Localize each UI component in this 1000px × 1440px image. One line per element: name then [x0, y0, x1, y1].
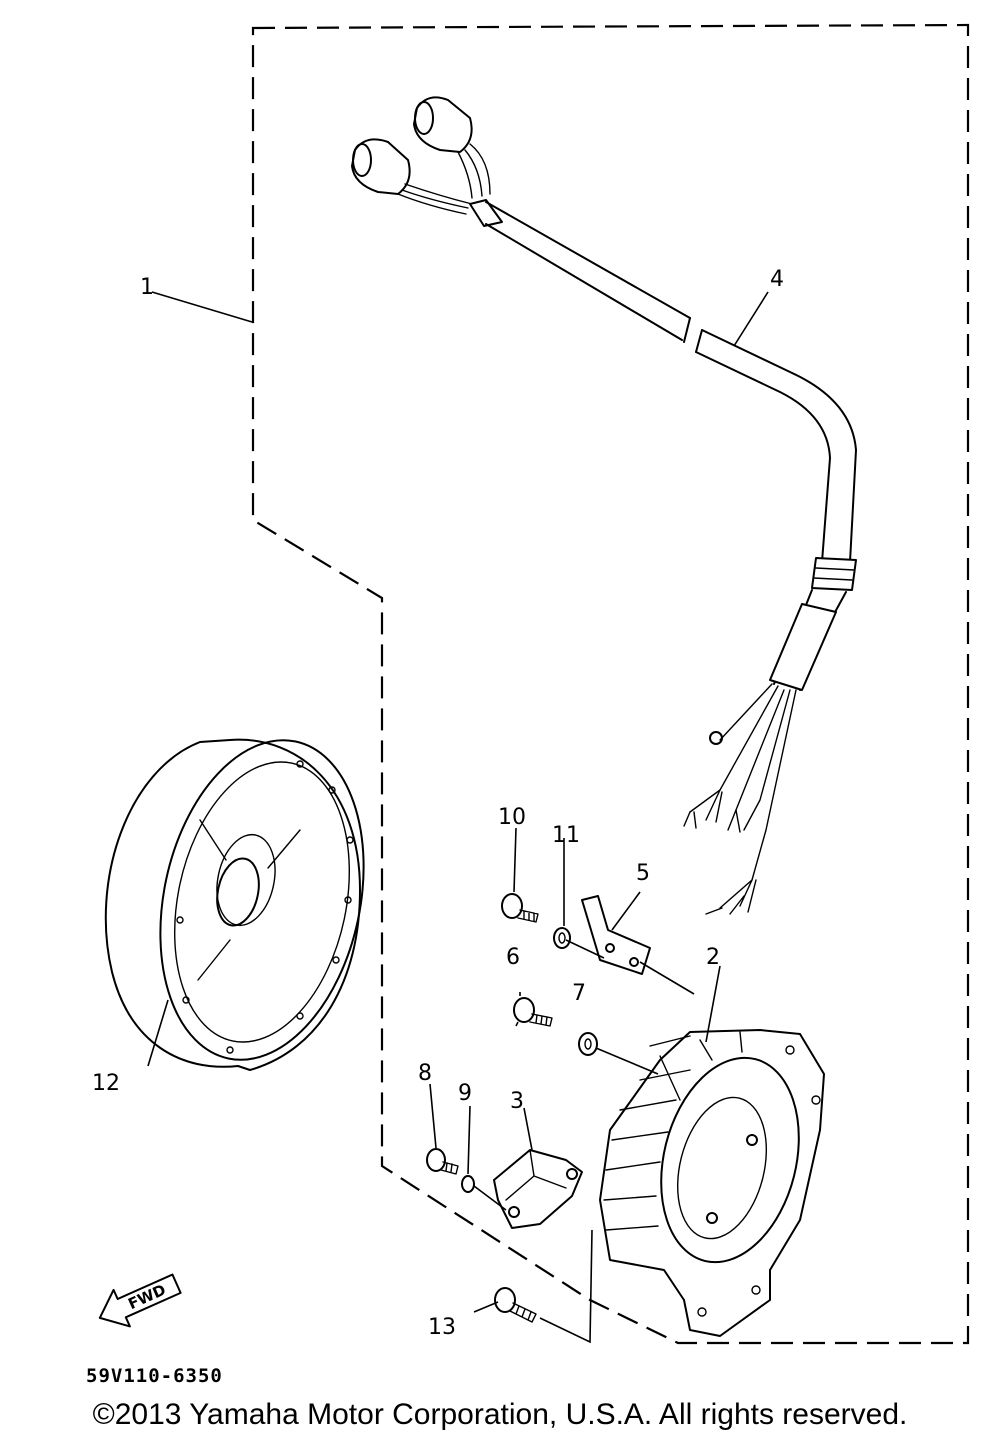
callout-2: 2 [706, 945, 720, 970]
pulser-coil [493, 1149, 583, 1229]
wire-harness [351, 96, 857, 915]
washer-7 [578, 1032, 598, 1056]
screw-6 [513, 997, 553, 1027]
callout-5: 5 [636, 861, 650, 886]
copyright-notice: ©2013 Yamaha Motor Corporation, U.S.A. A… [92, 1398, 908, 1431]
screw-13 [494, 1287, 537, 1323]
callout-4: 4 [770, 267, 784, 292]
callout-3: 3 [510, 1089, 524, 1114]
callout-9: 9 [458, 1081, 472, 1106]
callout-12: 12 [92, 1071, 120, 1096]
callout-8: 8 [418, 1061, 432, 1086]
callout-10: 10 [498, 805, 526, 830]
flywheel [104, 738, 365, 1071]
callout-6: 6 [506, 945, 520, 970]
bracket [581, 895, 651, 975]
callout-7: 7 [572, 981, 586, 1006]
forward-direction-arrow: FWD [98, 1273, 182, 1328]
callout-1: 1 [140, 275, 154, 300]
drawing-code: 59V110-6350 [86, 1365, 223, 1387]
screw-10 [501, 893, 539, 923]
washer-11 [553, 927, 571, 949]
stator [599, 1029, 825, 1337]
leader-lines [147, 291, 769, 1344]
callout-13: 13 [428, 1315, 456, 1340]
washer-9 [461, 1175, 475, 1193]
screw-8 [426, 1148, 459, 1175]
callout-11: 11 [552, 823, 580, 848]
